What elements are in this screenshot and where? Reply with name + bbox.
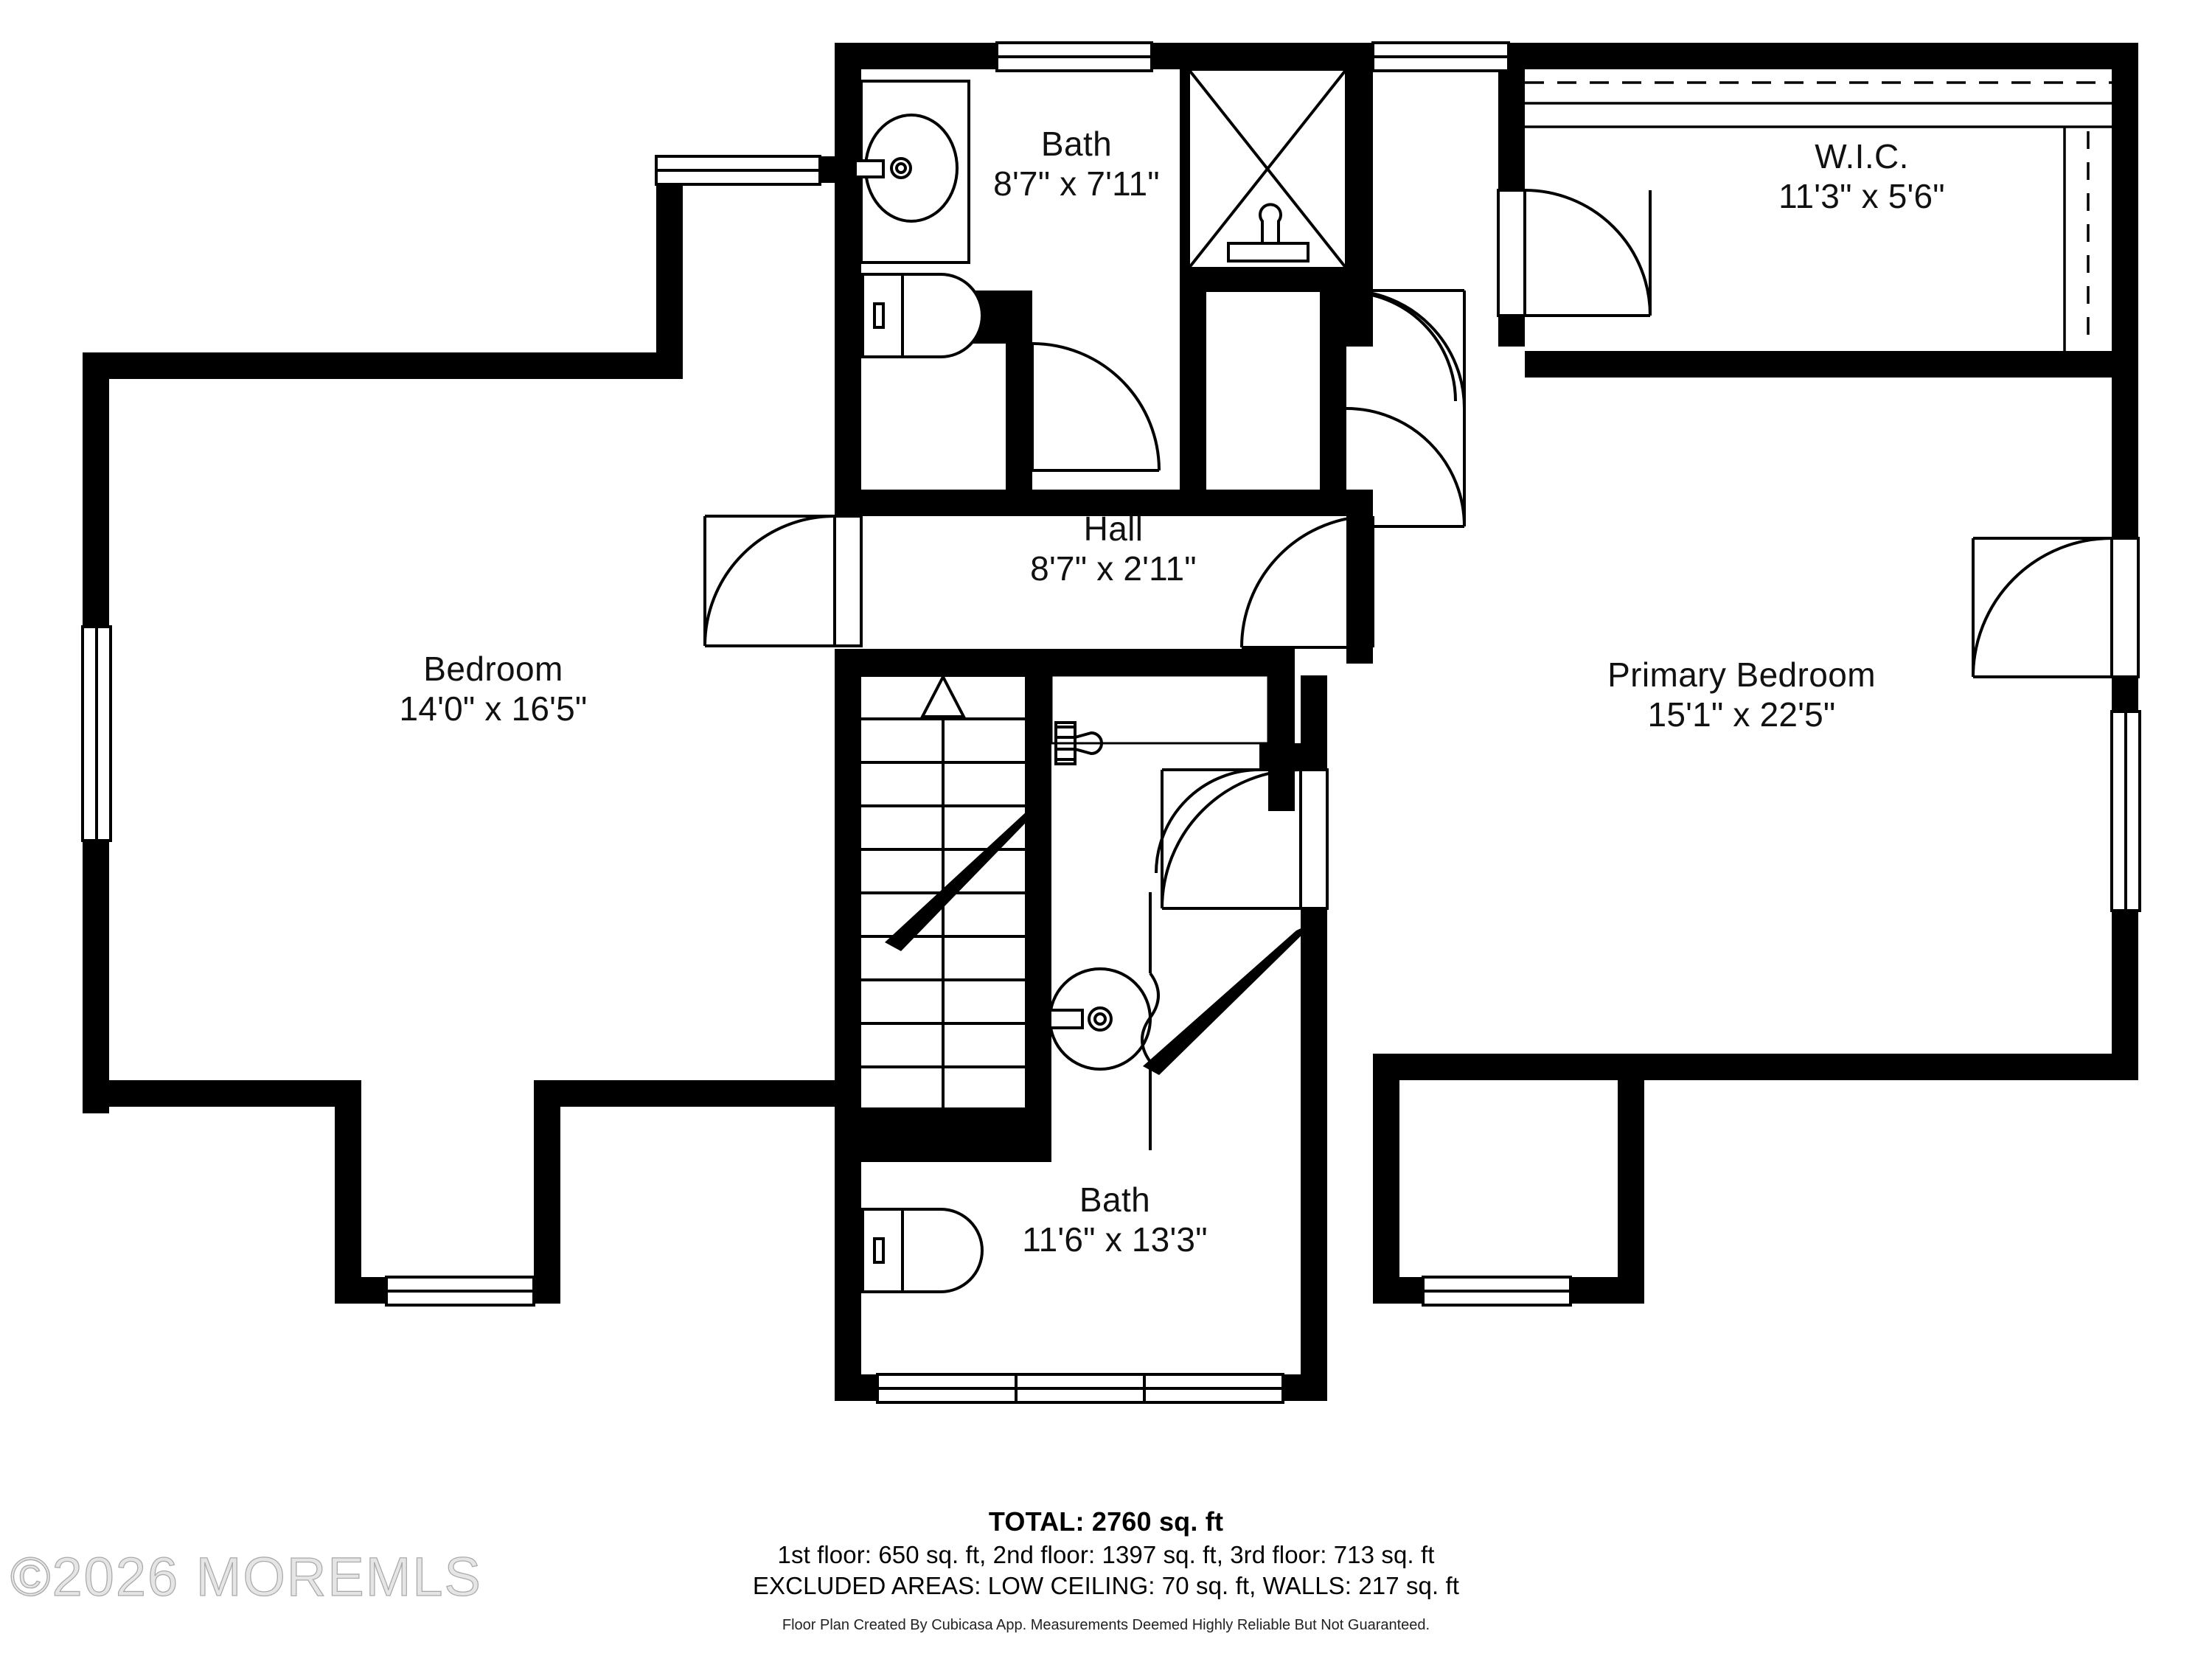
wall-top-mid — [1189, 43, 1346, 69]
window-bedroom-bottom — [385, 1276, 535, 1307]
wall-mid-closet-right — [1268, 649, 1295, 811]
door-bath-upper[interactable] — [1346, 291, 1457, 402]
area-summary: TOTAL: 2760 sq. ft 1st floor: 650 sq. ft… — [0, 1504, 2212, 1635]
door-closet-mid-upper[interactable] — [1346, 289, 1466, 409]
wall-diagonal-b — [1143, 922, 1315, 1075]
wall-hall-right — [1346, 291, 1373, 347]
wall-closet-mid-right — [1320, 265, 1346, 516]
stairs-layer — [861, 673, 1025, 1110]
wall-bedroom-alcove-jamb — [534, 1080, 560, 1304]
floor-breakdown: 1st floor: 650 sq. ft, 2nd floor: 1397 s… — [777, 1540, 1435, 1568]
wall-diagonal-a — [885, 801, 1047, 951]
wall-bath-upper-bottom2 — [1032, 490, 1189, 516]
wall-closet-mid-bottom — [1180, 490, 1346, 516]
door-hall-primary[interactable] — [1240, 515, 1374, 649]
wall-bathlow-left — [835, 1135, 861, 1401]
disclaimer-note: Floor Plan Created By Cubicasa App. Meas… — [782, 1617, 1430, 1634]
fixtures-layer — [854, 68, 2113, 1293]
door-closet-left[interactable] — [1031, 342, 1161, 472]
toilet-lower — [861, 1208, 984, 1293]
wall-bathlow-right — [1301, 1054, 1327, 1401]
wall-mid-closet-top — [1051, 649, 1295, 675]
walls-layer — [83, 43, 2138, 1401]
door-closet-small[interactable] — [1155, 768, 1260, 874]
wall-primary-bottom — [1618, 1054, 2138, 1304]
windows-layer — [81, 41, 2141, 1404]
inner-edges — [1050, 674, 1270, 745]
faucet-upper — [854, 159, 885, 178]
wall-wic-right — [2112, 43, 2138, 378]
door-closet-mid-lower[interactable] — [1346, 407, 1466, 528]
excluded-areas: EXCLUDED AREAS: LOW CEILING: 70 sq. ft, … — [752, 1572, 1460, 1600]
window-primary-right — [2110, 710, 2141, 912]
window-primary-bottom — [1422, 1276, 1572, 1307]
door-bath-lower[interactable] — [1161, 768, 1329, 910]
wall-bath-upper-top-right — [1152, 43, 1189, 69]
wall-primary-bottom-left — [1346, 1054, 1618, 1080]
wall-closet-left-c — [835, 490, 1032, 516]
wall-bath-upper-left — [835, 43, 861, 317]
window-bathlow-bottom — [876, 1373, 1284, 1404]
wall-wic-top — [1525, 43, 2138, 69]
wall-bathlow-top — [835, 1135, 1051, 1162]
wall-hall-right-b — [1346, 490, 1373, 664]
wall-mid-closet-bottom — [1259, 743, 1301, 770]
shower-upper — [1187, 68, 1348, 270]
doors-layer — [703, 189, 2140, 910]
wall-closet-mid-left — [1180, 265, 1206, 516]
wall-bedroom-left-lower — [83, 841, 560, 1304]
wall-wic-bottom — [1525, 351, 2138, 378]
wall-stair-top — [835, 649, 1051, 675]
total-area: TOTAL: 2760 sq. ft — [988, 1506, 1224, 1537]
window-bath-top — [995, 41, 1153, 72]
sink-hall-lower — [1048, 892, 1160, 1150]
closet-shelf-wic — [1525, 81, 2113, 351]
wall-primary-alcove-left — [1373, 1054, 1399, 1304]
toilet-upper — [861, 273, 984, 358]
wall-stair-bottom — [835, 1109, 1051, 1135]
wall-bath-upper-top-left — [835, 43, 997, 69]
door-bedroom[interactable] — [703, 515, 863, 647]
wall-mid-vert — [1025, 649, 1051, 811]
wall-showerbox-right — [1346, 43, 1373, 292]
wall-bedroom-exterior — [83, 156, 861, 1113]
door-primary-right[interactable] — [1972, 537, 2140, 678]
window-bedroom-left — [81, 625, 112, 842]
door-wic[interactable] — [1497, 189, 1652, 317]
wall-shower-left — [1180, 43, 1189, 265]
wall-bedroom-bottom — [560, 1080, 861, 1304]
stair-up-arrow — [919, 673, 967, 718]
window-bedroom-top — [655, 155, 821, 186]
wall-stair-left — [835, 649, 861, 1135]
wall-closet-mid-top — [1180, 265, 1346, 292]
window-top-right — [1371, 41, 1510, 72]
wall-closet-left-b — [1006, 317, 1032, 516]
